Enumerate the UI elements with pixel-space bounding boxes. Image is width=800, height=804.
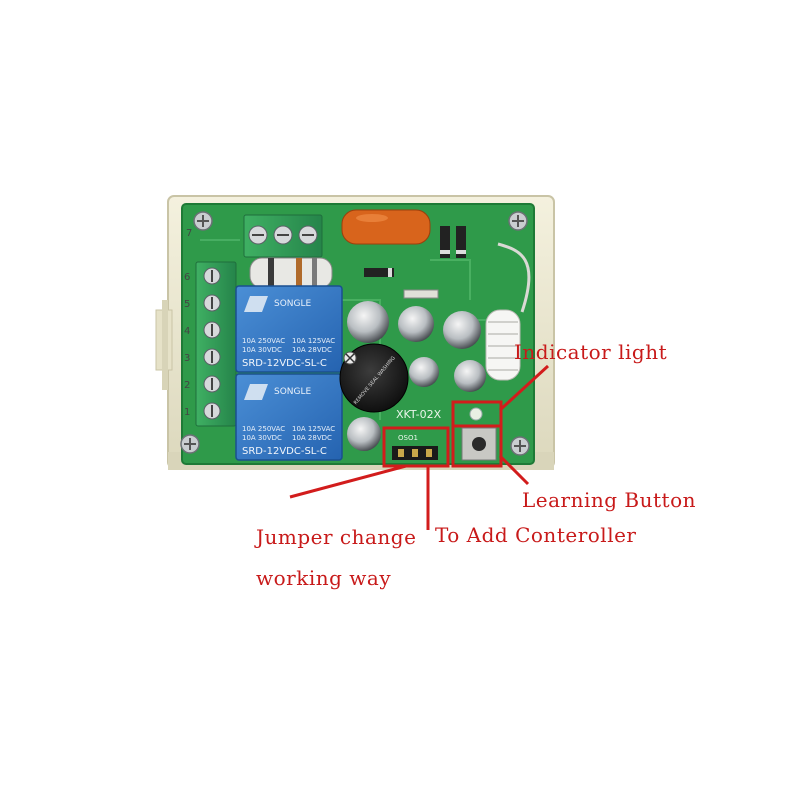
relay-1: SONGLE 10A 250VAC 10A 125VAC 10A 30VDC 1… <box>235 285 343 373</box>
relay-rating: 10A 28VDC <box>292 346 332 354</box>
relay-rating: 10A 125VAC <box>292 337 335 345</box>
relay-rating: 10A 250VAC <box>242 425 285 433</box>
film-capacitor <box>341 209 431 245</box>
terminal-block-top <box>243 214 323 258</box>
indicator-led <box>469 407 483 421</box>
callout-add-controller: To Add Conteroller <box>435 523 637 547</box>
terminal-number: 3 <box>184 353 190 364</box>
jumper-header[interactable]: OSO1 <box>392 434 438 460</box>
relay-brand: SONGLE <box>274 387 312 397</box>
terminal-number: 5 <box>184 299 190 310</box>
relay-rating: 10A 30VDC <box>242 434 282 442</box>
terminal-number: 1 <box>184 407 190 418</box>
relay-brand: SONGLE <box>274 299 312 309</box>
annotation-box <box>382 400 503 468</box>
relay-rating: 10A 30VDC <box>242 346 282 354</box>
callout-indicator-light: Indicator light <box>514 340 668 364</box>
buzzer: REMOVE SEAL WASHING <box>339 343 409 413</box>
callout-jumper-line1: Jumper change <box>256 525 417 549</box>
antenna-coil <box>485 242 531 381</box>
terminal-block-left <box>195 261 237 427</box>
relay-rating: 10A 250VAC <box>242 337 285 345</box>
diode <box>364 226 466 299</box>
terminal-number: 4 <box>184 326 190 337</box>
screw-icon <box>180 211 530 456</box>
relay-rating: 10A 125VAC <box>292 425 335 433</box>
annotation-line <box>289 364 550 530</box>
relay-rating: 10A 28VDC <box>292 434 332 442</box>
callout-learning-button: Learning Button <box>522 488 696 512</box>
board-label: XKT-02X <box>396 408 442 421</box>
terminal-number: 2 <box>184 380 190 391</box>
callout-jumper-line2: working way <box>256 566 392 590</box>
power-resistor <box>249 257 333 289</box>
electrolytic-capacitor <box>347 301 486 451</box>
jumper-label: OSO1 <box>398 434 418 442</box>
terminal-number: 6 <box>184 272 190 283</box>
terminal-number-7: 7 <box>186 228 192 239</box>
relay-2: SONGLE 10A 250VAC 10A 125VAC 10A 30VDC 1… <box>235 373 343 461</box>
learning-button[interactable] <box>461 427 497 461</box>
relay-model: SRD-12VDC-SL-C <box>242 358 327 369</box>
relay-model: SRD-12VDC-SL-C <box>242 446 327 457</box>
